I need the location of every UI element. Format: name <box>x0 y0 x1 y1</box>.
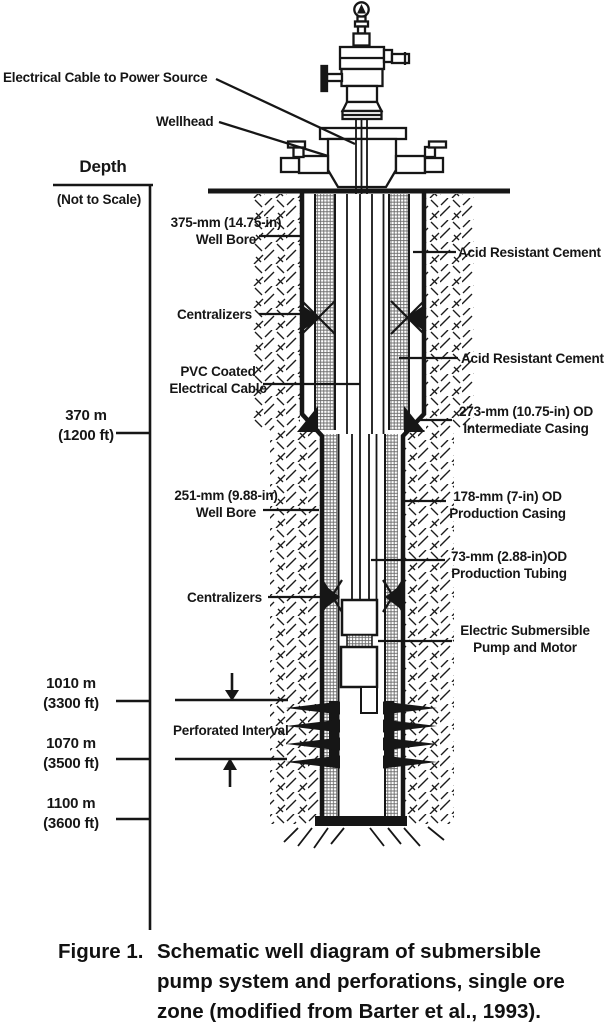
label-esp: Electric Submersible Pump and Motor <box>460 623 590 655</box>
leader-wellhead <box>218 120 329 158</box>
depth-mark-1010m: 1010 m (3300 ft) <box>43 675 99 712</box>
down-arrow-icon <box>225 690 239 701</box>
side-outlet-pipe <box>390 52 411 65</box>
perforations <box>286 701 437 769</box>
label-centralizers-1: Centralizers <box>177 307 252 322</box>
label-electrical-cable: Electrical Cable to Power Source <box>3 70 208 85</box>
figure-number: Figure 1. <box>58 940 144 963</box>
perforated-interval-markers <box>175 673 288 787</box>
label-375-well-bore: 375-mm (14.75-in) Well Bore <box>170 215 282 247</box>
wellhead-center-lines <box>355 119 368 194</box>
figure-caption-line-1: Figure 1.Schematic well diagram of subme… <box>58 938 541 966</box>
label-perforated-interval: Perforated Interval <box>173 723 289 738</box>
label-centralizers-2: Centralizers <box>187 590 262 605</box>
rock-formation-hatch <box>253 194 474 824</box>
depth-mark-370m: 370 m (1200 ft) <box>58 407 114 444</box>
depth-mark-1100m: 1100 m (3600 ft) <box>43 795 99 832</box>
label-178-casing: 178-mm (7-in) OD Production Casing <box>449 489 566 521</box>
label-acid-cement-1: Acid Resistant Cement <box>458 245 601 260</box>
figure-caption-line-3: zone (modified from Barter et al., 1993)… <box>157 1000 541 1023</box>
label-273-casing: 273-mm (10.75-in) OD Intermediate Casing <box>458 404 594 436</box>
depth-scale-subtitle: (Not to Scale) <box>56 192 142 207</box>
valve-handle <box>320 64 329 93</box>
upper-centralizers <box>301 300 425 335</box>
label-acid-cement-2: Acid Resistant Cement <box>461 351 604 366</box>
well-bottom <box>283 816 445 849</box>
casing-shoes <box>297 406 425 432</box>
label-pvc-cable: PVC Coated Electrical Cable <box>169 364 267 396</box>
label-251-well-bore: 251-mm (9.88-in) Well Bore <box>174 488 278 520</box>
tubing-and-cable-lines <box>346 194 385 600</box>
figure-caption-line-2: pump system and perforations, single ore <box>157 970 565 993</box>
label-73-tubing: 73-mm (2.88-in)OD Production Tubing <box>451 549 567 581</box>
up-arrow-icon <box>223 758 237 770</box>
label-wellhead: Wellhead <box>156 114 214 129</box>
submersible-pump <box>339 598 379 714</box>
depth-scale-title: Depth <box>79 157 127 176</box>
leader-electrical-cable <box>215 77 356 146</box>
depth-axis <box>53 183 153 930</box>
leader-lines <box>215 77 458 643</box>
depth-mark-1070m: 1070 m (3500 ft) <box>43 735 99 772</box>
lower-centralizers <box>321 579 404 613</box>
wellhead-assembly <box>279 1 448 189</box>
